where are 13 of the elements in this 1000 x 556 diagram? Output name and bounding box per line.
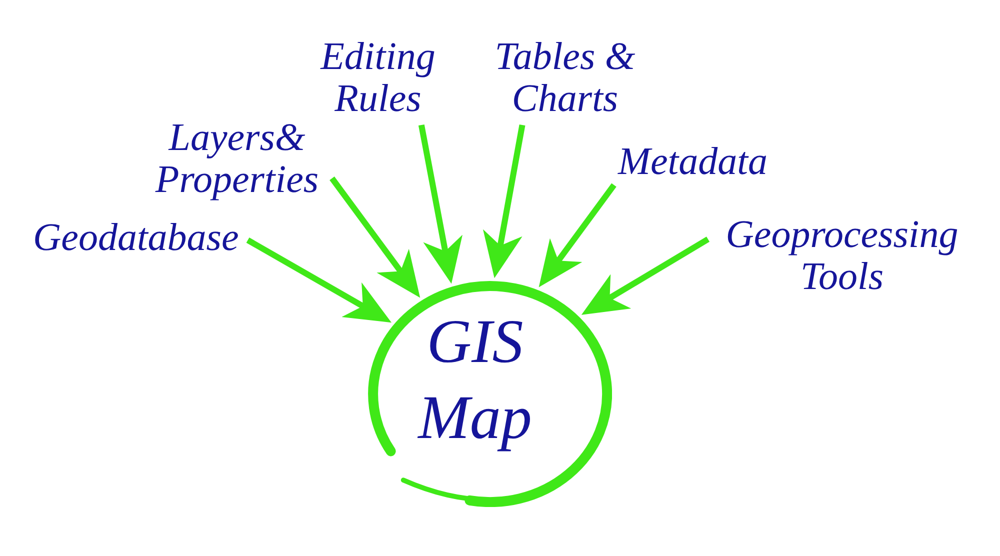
arrow: [482, 124, 526, 279]
node-label: Geodatabase: [33, 217, 239, 259]
node-label: Metadata: [618, 141, 768, 183]
node-label: Tables & Charts: [486, 36, 644, 120]
node-label: Layers& Properties: [146, 117, 328, 201]
arrow: [580, 236, 710, 318]
arrow: [536, 183, 616, 289]
arrow: [418, 124, 462, 284]
node-label: Geoprocessing Tools: [720, 214, 964, 298]
node-label: Editing Rules: [308, 36, 448, 120]
node-label: GIS Map: [416, 307, 533, 454]
arrow: [246, 238, 393, 326]
arrow: [330, 176, 423, 300]
